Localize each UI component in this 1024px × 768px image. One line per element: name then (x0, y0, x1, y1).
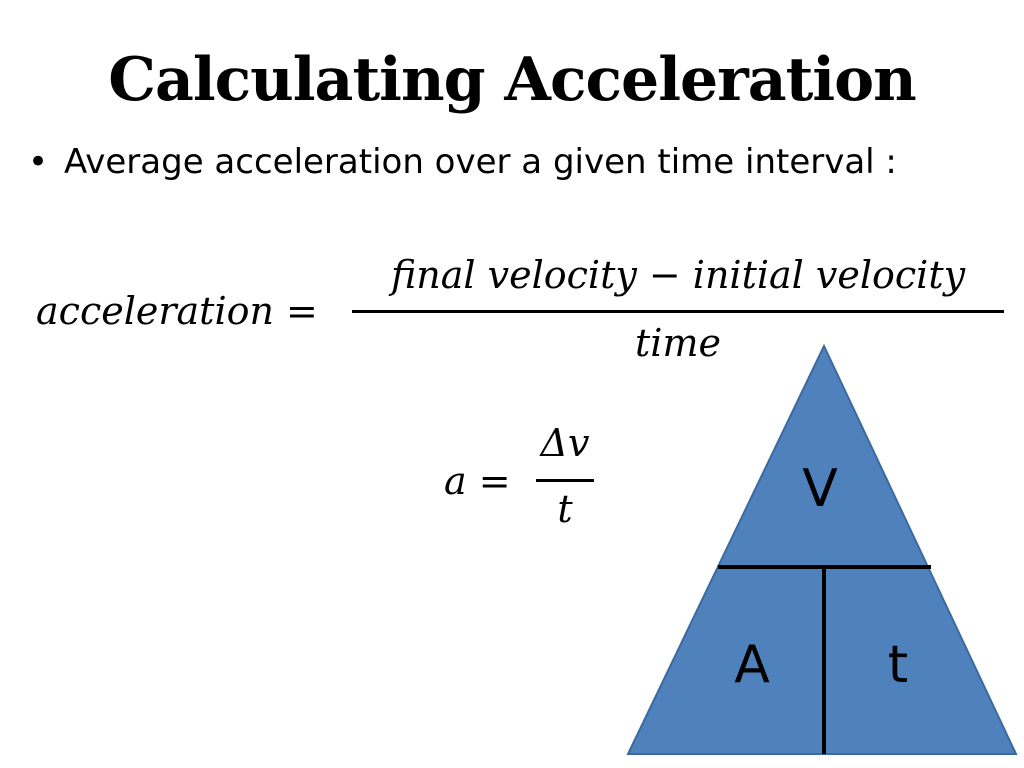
short-equation-numerator: Δv (540, 421, 590, 465)
bullet-item: • Average acceleration over a given time … (28, 138, 897, 186)
equation-lhs: acceleration = (36, 289, 318, 333)
triangle-label-time: t (888, 635, 908, 695)
fraction-bar (352, 310, 1004, 313)
short-equation-lhs: a = (444, 459, 511, 503)
short-equation-denominator: t (557, 487, 573, 531)
bullet-text: Average acceleration over a given time i… (64, 142, 897, 182)
equation-denominator: time (635, 321, 721, 365)
slide-title: Calculating Acceleration (108, 45, 917, 115)
triangle-label-acceleration: A (734, 635, 770, 695)
bullet-glyph: • (28, 142, 49, 182)
formula-triangle: V A t (626, 343, 1018, 755)
triangle-label-velocity: V (802, 459, 838, 519)
short-fraction-bar (536, 479, 594, 482)
equation-numerator: final velocity − initial velocity (390, 253, 966, 297)
